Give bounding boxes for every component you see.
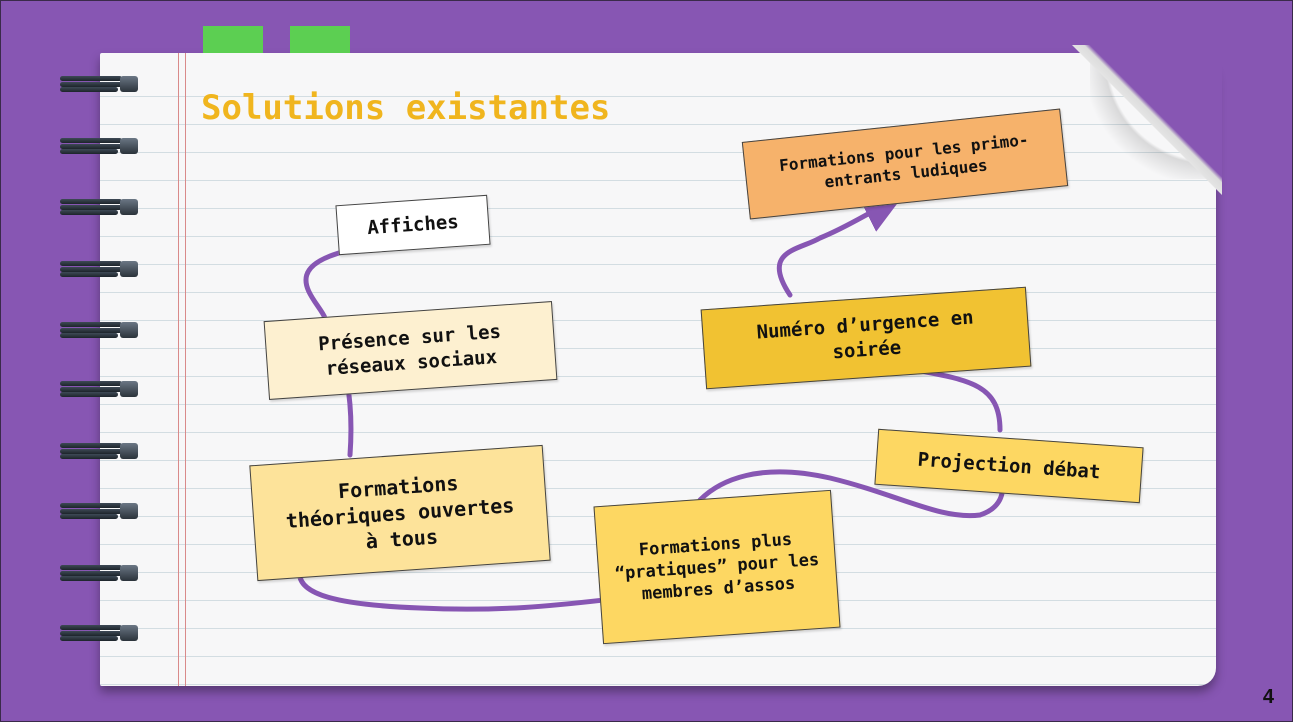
note-affiches: Affiches bbox=[335, 194, 491, 256]
note-affiches-label: Affiches bbox=[366, 210, 460, 239]
note-projection-debat-label: Projection débat bbox=[916, 448, 1102, 484]
spiral-ring bbox=[60, 322, 140, 338]
spiral-ring bbox=[60, 381, 140, 397]
note-formations-primo-label: Formations pour les primo-entrants ludiq… bbox=[778, 130, 1030, 192]
note-formations-pratiques-label: Formations plus “pratiques” pour les mem… bbox=[614, 529, 820, 605]
note-reseaux-sociaux-label: Présence sur les réseaux sociaux bbox=[317, 320, 502, 380]
spiral-ring bbox=[60, 261, 140, 277]
note-formations-pratiques: Formations plus “pratiques” pour les mem… bbox=[593, 489, 841, 645]
spiral-ring bbox=[60, 138, 140, 154]
spiral-ring bbox=[60, 199, 140, 215]
margin-line bbox=[178, 53, 179, 686]
slide-title: Solutions existantes bbox=[201, 88, 611, 128]
spiral-ring bbox=[60, 565, 140, 581]
green-tab bbox=[290, 26, 350, 53]
note-formations-theoriques: Formations théoriques ouvertes à tous bbox=[249, 444, 551, 582]
spiral-ring bbox=[60, 503, 140, 519]
page-number: 4 bbox=[1262, 686, 1274, 708]
spiral-ring bbox=[60, 76, 140, 92]
note-formations-theoriques-label: Formations théoriques ouvertes à tous bbox=[285, 470, 515, 554]
spiral-ring bbox=[60, 625, 140, 641]
green-tab bbox=[203, 26, 263, 53]
note-numero-urgence-label: Numéro d’urgence en soirée bbox=[755, 306, 975, 364]
margin-line bbox=[185, 53, 186, 686]
spiral-ring bbox=[60, 443, 140, 459]
